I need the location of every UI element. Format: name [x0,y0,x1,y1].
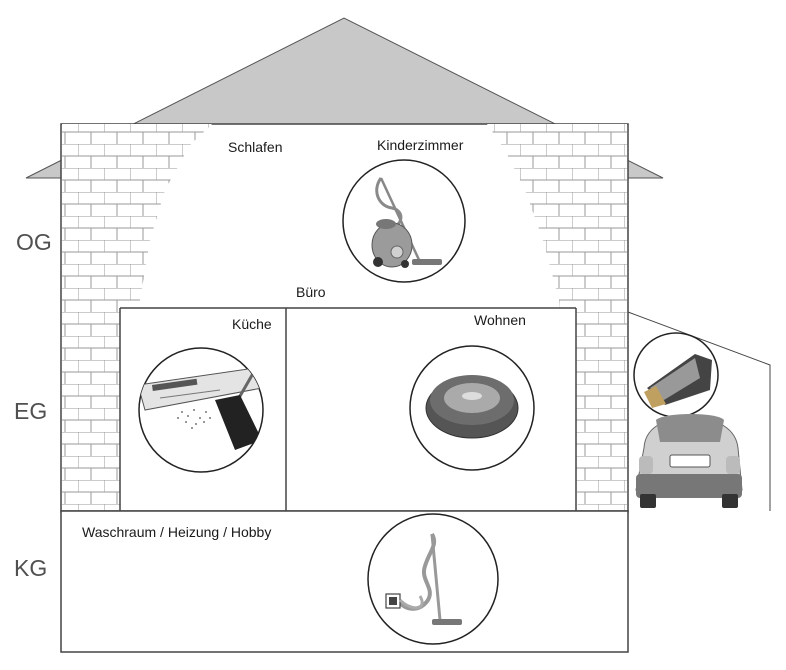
room-label-buero: Büro [296,284,326,300]
room-label-keller: Waschraum / Heizung / Hobby [82,524,271,540]
canister-vacuum-icon [342,159,466,283]
room-label-wohnen: Wohnen [474,312,526,328]
brush-sweeping-icon [138,347,264,473]
basement [60,510,629,653]
car-icon [635,414,743,508]
floor-label-og: OG [16,229,52,255]
brick-wall-right [487,124,627,511]
garage-outline [627,311,771,511]
robot-vacuum-icon [409,345,535,471]
wet-dry-vacuum-icon [367,513,499,645]
floor-label-kg: KG [14,555,47,581]
floor-label-eg: EG [14,398,47,424]
handheld-vacuum-icon [633,332,719,418]
room-label-kinderzimmer: Kinderzimmer [377,137,464,153]
room-label-schlafen: Schlafen [228,139,282,155]
room-label-kueche: Küche [232,316,272,332]
